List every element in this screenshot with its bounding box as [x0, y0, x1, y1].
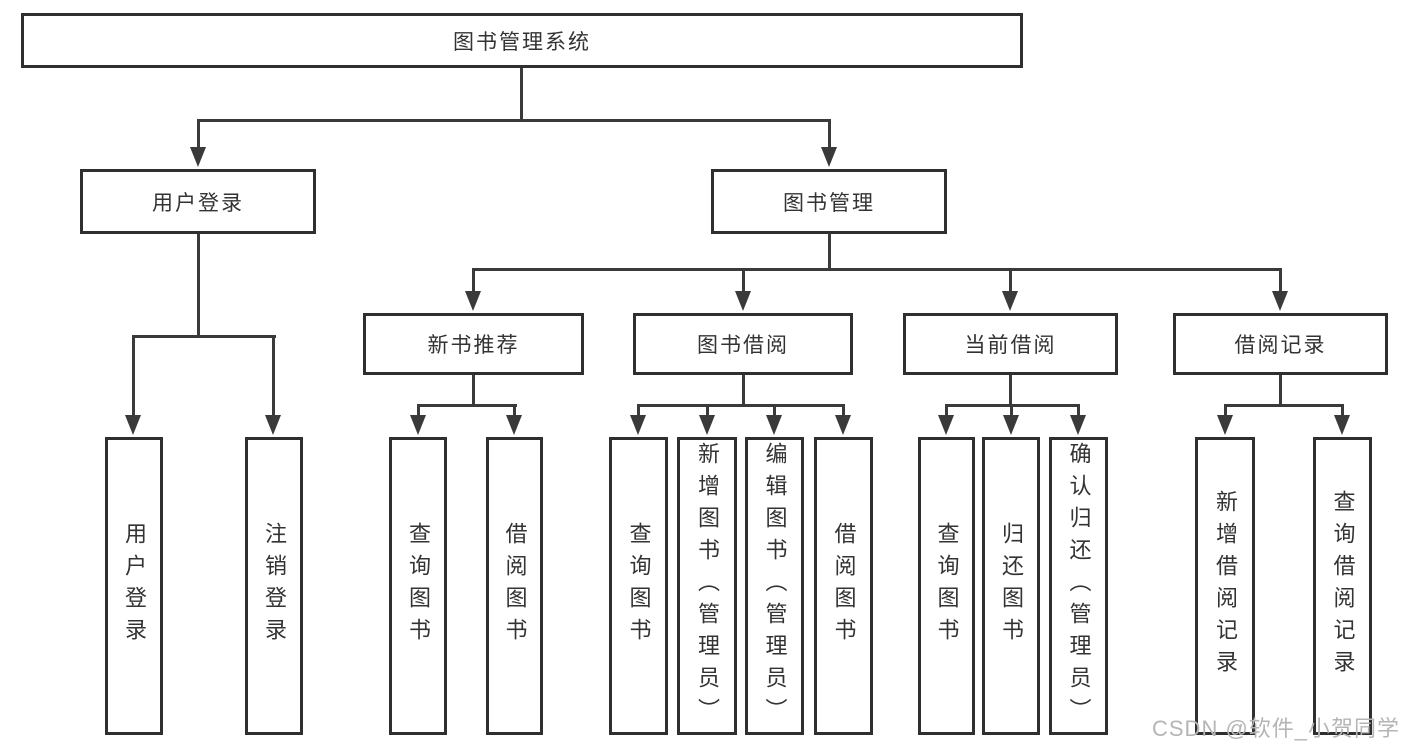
- leaf-edit-books-admin: 编辑图书（管理员）: [745, 437, 804, 735]
- arrow-down-icon: [265, 415, 281, 435]
- leaf-label: 编辑图书（管理员）: [762, 442, 788, 730]
- leaf-label: 归还图书: [999, 522, 1024, 650]
- node-borrow-records: 借阅记录: [1173, 313, 1388, 375]
- connector-line: [1077, 404, 1080, 417]
- leaf-label: 确认归还（管理员）: [1066, 442, 1092, 730]
- connector-line: [773, 404, 776, 417]
- connector-line: [637, 404, 640, 417]
- arrow-down-icon: [1217, 415, 1233, 435]
- connector-line: [742, 268, 745, 293]
- arrow-down-icon: [1002, 291, 1018, 311]
- connector-line: [842, 404, 845, 417]
- leaf-label: 借阅图书: [502, 522, 528, 650]
- node-book-borrow: 图书借阅: [633, 313, 853, 375]
- arrow-down-icon: [410, 415, 426, 435]
- leaf-query-borrow-record: 查询借阅记录: [1313, 437, 1372, 735]
- connector-line: [417, 404, 517, 407]
- node-book-management: 图书管理: [711, 169, 947, 234]
- leaf-label: 借阅图书: [831, 522, 857, 650]
- leaf-query-books-borrow: 查询图书: [609, 437, 668, 735]
- connector-line: [828, 119, 831, 147]
- connector-line: [1224, 404, 1227, 417]
- arrow-down-icon: [190, 147, 206, 167]
- leaf-borrow-books: 借阅图书: [814, 437, 873, 735]
- connector-line: [1341, 404, 1344, 417]
- arrow-down-icon: [506, 415, 522, 435]
- leaf-label: 注销登录: [262, 522, 287, 650]
- arrow-down-icon: [766, 415, 782, 435]
- connector-line: [742, 375, 745, 407]
- connector-line: [272, 335, 275, 417]
- node-user-login: 用户登录: [80, 169, 316, 234]
- leaf-label: 查询图书: [934, 522, 960, 650]
- arrow-down-icon: [1003, 415, 1019, 435]
- connector-line: [197, 119, 831, 122]
- leaf-user-login: 用户登录: [105, 437, 163, 735]
- leaf-label: 查询图书: [626, 522, 652, 650]
- leaf-add-books-admin: 新增图书（管理员）: [677, 437, 737, 735]
- connector-line: [197, 119, 200, 147]
- arrow-down-icon: [125, 415, 141, 435]
- connector-line: [472, 268, 475, 293]
- connector-line: [828, 233, 831, 271]
- arrow-down-icon: [735, 291, 751, 311]
- connector-line: [520, 68, 523, 121]
- connector-line: [1009, 268, 1012, 293]
- node-library-system: 图书管理系统: [21, 13, 1023, 68]
- leaf-add-borrow-record: 新增借阅记录: [1195, 437, 1255, 735]
- connector-line: [197, 234, 200, 337]
- arrow-down-icon: [699, 415, 715, 435]
- leaf-label: 新增借阅记录: [1213, 490, 1238, 682]
- leaf-return-books: 归还图书: [982, 437, 1040, 735]
- connector-line: [132, 335, 135, 417]
- arrow-down-icon: [1272, 291, 1288, 311]
- connector-line: [1279, 375, 1282, 407]
- connector-line: [637, 404, 845, 407]
- node-new-book-recommend: 新书推荐: [363, 313, 584, 375]
- leaf-confirm-return-admin: 确认归还（管理员）: [1049, 437, 1108, 735]
- leaf-label: 用户登录: [122, 522, 147, 650]
- connector-line: [1009, 375, 1012, 407]
- node-current-borrow: 当前借阅: [903, 313, 1118, 375]
- leaf-label: 新增图书（管理员）: [695, 442, 720, 730]
- connector-line: [1010, 404, 1013, 417]
- connector-line: [132, 335, 276, 338]
- arrow-down-icon: [835, 415, 851, 435]
- leaf-query-books-recommend: 查询图书: [389, 437, 447, 735]
- connector-line: [945, 404, 948, 417]
- leaf-label: 查询借阅记录: [1330, 490, 1356, 682]
- arrow-down-icon: [821, 147, 837, 167]
- connector-line: [472, 375, 475, 407]
- leaf-logout: 注销登录: [245, 437, 303, 735]
- connector-line: [417, 404, 420, 417]
- csdn-watermark: CSDN @软件_小贺同学: [1152, 716, 1401, 741]
- arrow-down-icon: [1334, 415, 1350, 435]
- arrow-down-icon: [938, 415, 954, 435]
- connector-line: [1279, 268, 1282, 293]
- leaf-query-books-current: 查询图书: [918, 437, 975, 735]
- leaf-borrow-books-recommend: 借阅图书: [486, 437, 543, 735]
- arrow-down-icon: [465, 291, 481, 311]
- connector-line: [1224, 404, 1344, 407]
- connector-line: [706, 404, 709, 417]
- connector-line: [513, 404, 516, 417]
- leaf-label: 查询图书: [406, 522, 431, 650]
- arrow-down-icon: [630, 415, 646, 435]
- arrow-down-icon: [1070, 415, 1086, 435]
- connector-line: [472, 268, 1282, 271]
